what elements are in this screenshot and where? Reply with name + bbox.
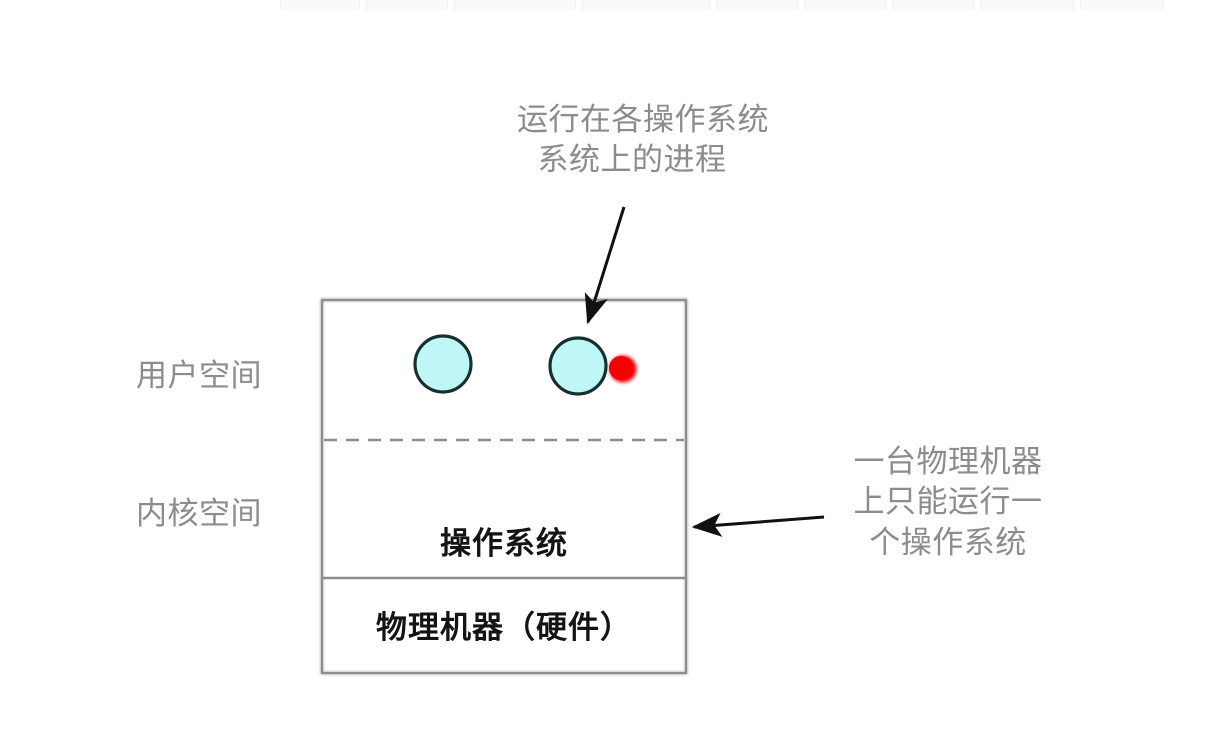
process-circle: [548, 336, 608, 396]
annotation-process-note: 运行在各操作系统 系统上的进程: [517, 102, 769, 179]
toolbar-chip: [454, 0, 576, 10]
arrow-to-system-box: [691, 512, 825, 537]
toolbar-chip: [1080, 0, 1164, 10]
toolbar-chip: [892, 0, 974, 10]
toolbar-chip: [280, 0, 360, 10]
label-operating-system: 操作系统: [440, 526, 568, 562]
annotation-single-os-note: 一台物理机器 上只能运行一 个操作系统: [853, 444, 1043, 561]
toolbar-chip: [980, 0, 1074, 10]
process-circle: [413, 334, 473, 394]
toolbar-chip: [582, 0, 710, 10]
label-kernel-space: 内核空间: [136, 496, 262, 532]
red-marker-dot: [609, 355, 637, 383]
label-physical-machine: 物理机器（硬件）: [376, 610, 632, 646]
system-box-border: [321, 299, 687, 674]
toolbar-chip: [804, 0, 886, 10]
toolbar-chip: [716, 0, 798, 10]
arrow-to-process: [584, 206, 626, 325]
toolbar-chip: [366, 0, 448, 10]
label-user-space: 用户空间: [136, 358, 262, 394]
clipped-toolbar-strip: [0, 0, 1222, 10]
